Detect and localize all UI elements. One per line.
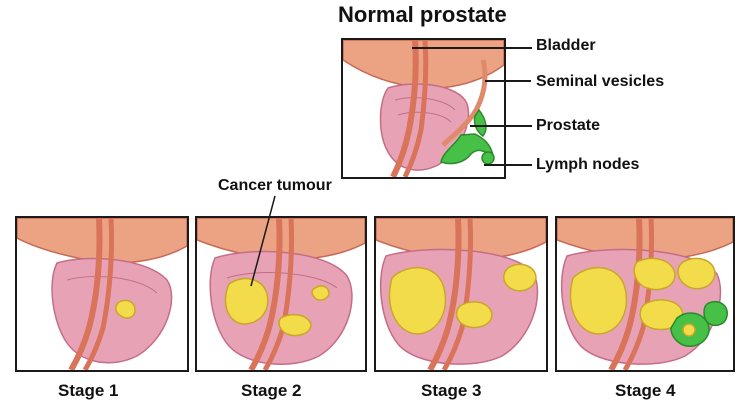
stage-4-panel [555,216,735,372]
bladder-pointer-line [412,47,532,49]
cancer-tumour-label: Cancer tumour [218,177,332,194]
stage-4-label: Stage 4 [615,381,676,400]
diagram-title: Normal prostate [338,2,507,27]
normal-prostate-panel [341,38,506,179]
stage-2-illustration [197,218,365,370]
stage-4-illustration [557,218,733,370]
stage-3-label: Stage 3 [421,381,482,400]
stage-2-panel [195,216,367,372]
stage-1-illustration [17,218,187,370]
prostate-pointer-line [470,125,532,127]
stage-1-panel [15,216,189,372]
normal-prostate-illustration [343,40,504,177]
stage-2-label: Stage 2 [241,381,302,400]
lymph-nodes-pointer-line [484,164,532,166]
stage-1-label: Stage 1 [58,381,119,400]
seminal-vesicles-pointer-line [485,80,531,82]
seminal-vesicles-label: Seminal vesicles [536,73,665,90]
bladder-label: Bladder [536,37,596,54]
prostate-label: Prostate [536,117,601,134]
stage-3-panel [374,216,548,372]
lymph-nodes-label: Lymph nodes [536,156,640,173]
stage-3-illustration [376,218,546,370]
